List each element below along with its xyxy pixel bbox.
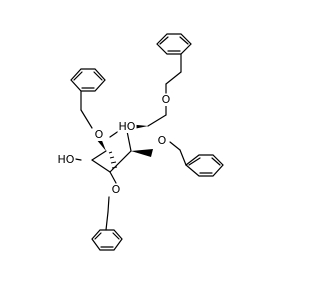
benzene-ring-bottom: [91, 229, 123, 251]
bond: [105, 211, 109, 231]
atom-label-oxygen: O: [110, 183, 122, 196]
bond: [165, 71, 182, 85]
atom-label-hydroxyl: HO: [117, 120, 137, 133]
benzene-ring-right: [185, 154, 224, 177]
bond: [147, 114, 167, 127]
bond: [179, 149, 187, 166]
wedge-bond: [96, 138, 106, 151]
hashed-bond: [108, 151, 118, 169]
benzene-ring-top: [156, 33, 192, 55]
wedge-bond: [131, 149, 153, 157]
bond: [169, 141, 181, 151]
bond: [91, 150, 107, 161]
bond: [107, 196, 110, 213]
atom-label-hydroxyl: HO: [56, 153, 76, 166]
bond: [80, 109, 93, 129]
bond: [109, 150, 132, 173]
bond: [109, 171, 117, 184]
bond: [91, 159, 111, 173]
molecule-drawing: [69, 33, 224, 251]
benzene-ring-upper-left: [70, 68, 106, 92]
structure-canvas: O HO O O HO O: [56, 33, 224, 251]
atom-label-oxygen: O: [156, 134, 168, 147]
atom-label-oxygen: O: [160, 93, 172, 106]
atom-label-oxygen: O: [93, 128, 105, 141]
